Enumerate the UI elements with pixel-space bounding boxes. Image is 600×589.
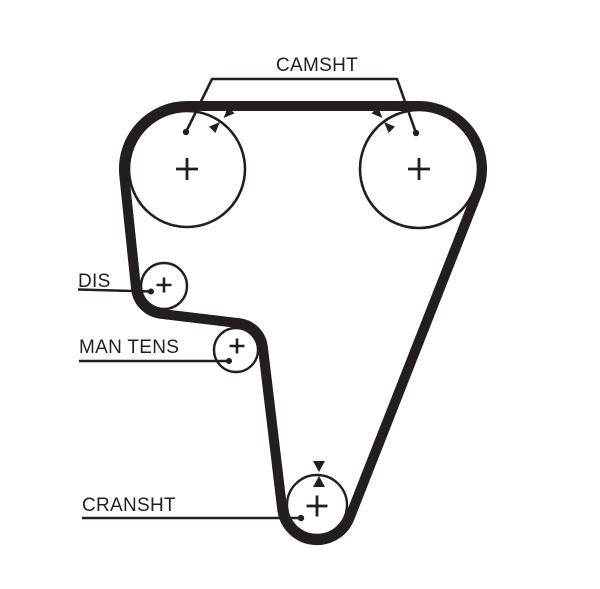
- center-mark-camshaft-left: [176, 158, 198, 180]
- timing-belt: [118, 101, 487, 546]
- center-mark-crankshaft: [306, 495, 328, 517]
- center-mark-distributor: [156, 277, 172, 293]
- timing-mark-arrow-right-cam-upper: [371, 107, 383, 118]
- timing-mark-arrow-right-cam-lower: [384, 122, 395, 133]
- label-crankshaft: CRANSHT: [82, 495, 176, 516]
- dis-leader-line: [77, 288, 152, 293]
- timing-mark-arrow-crank-up: [313, 476, 325, 487]
- leader-dot-camshaft-left: [182, 128, 190, 136]
- leader-dot-camshaft-right: [412, 129, 420, 137]
- center-mark-tensioner: [229, 338, 245, 354]
- timing-mark-arrow-crank-down: [313, 461, 325, 472]
- label-manual-tensioner: MAN TENS: [79, 337, 180, 358]
- label-distributor: DIS: [78, 271, 111, 292]
- leader-dot-crankshaft: [297, 514, 305, 522]
- center-mark-camshaft-right: [408, 158, 430, 180]
- timing-mark-arrow-left-cam-lower: [209, 122, 220, 133]
- leader-dot-tensioner: [226, 358, 232, 364]
- label-camshaft: CAMSHT: [276, 55, 359, 76]
- camshaft-label-bracket: [184, 77, 418, 134]
- leader-dot-distributor: [148, 288, 154, 295]
- timing-mark-arrow-left-cam-upper: [223, 107, 235, 118]
